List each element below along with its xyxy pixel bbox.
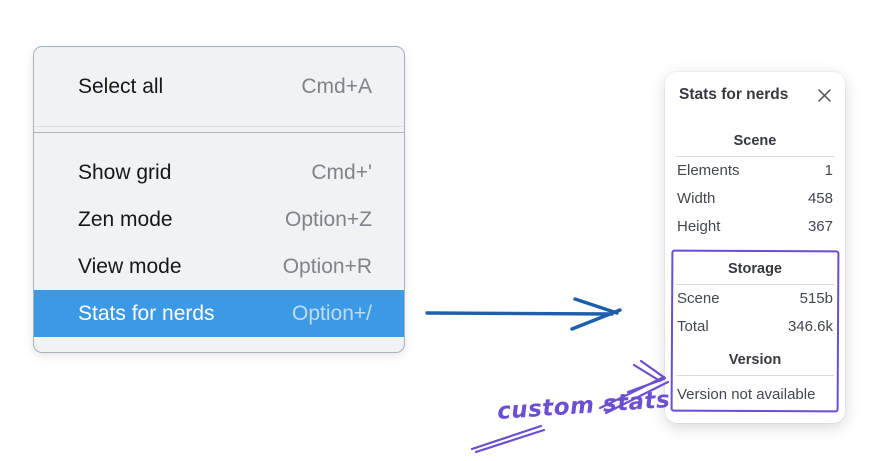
close-icon[interactable] [817, 88, 832, 103]
context-menu: Select all Cmd+A Show grid Cmd+' Zen mod… [33, 46, 405, 353]
menu-item-show-grid[interactable]: Show grid Cmd+' [34, 149, 404, 196]
stat-label: Total [677, 318, 709, 335]
stats-panel: Stats for nerds Scene Elements 1 Width 4… [665, 72, 845, 423]
stat-value: 515b [799, 290, 833, 307]
menu-separator [34, 126, 404, 133]
menu-item-label: Show grid [78, 160, 172, 184]
stat-value: 458 [807, 190, 833, 207]
stat-label: Height [677, 218, 721, 235]
menu-item-shortcut: Cmd+A [301, 74, 372, 98]
version-note: Version not available [677, 386, 816, 403]
stat-row-total-size: Total 346.6k [665, 313, 845, 341]
menu-item-label: Zen mode [78, 207, 173, 231]
menu-item-label: Select all [78, 74, 164, 98]
stat-label: Elements [677, 162, 740, 179]
divider [676, 284, 834, 285]
divider [676, 375, 834, 376]
menu-item-view-mode[interactable]: View mode Option+R [34, 243, 404, 290]
menu-item-label: View mode [78, 254, 182, 278]
menu-item-shortcut: Cmd+' [311, 160, 372, 184]
stat-row-scene-size: Scene 515b [665, 285, 845, 313]
menu-item-label: Stats for nerds [78, 301, 215, 325]
section-heading-storage: Storage [728, 261, 782, 277]
stat-value: 367 [807, 218, 833, 235]
stat-row-height: Height 367 [665, 213, 845, 241]
menu-item-zen-mode[interactable]: Zen mode Option+Z [34, 196, 404, 243]
stat-label: Width [677, 190, 716, 207]
stat-label: Scene [677, 290, 720, 307]
divider [676, 156, 834, 157]
section-heading-version: Version [728, 352, 782, 368]
stats-panel-title: Stats for nerds [679, 86, 789, 103]
menu-item-stats-for-nerds[interactable]: Stats for nerds Option+/ [34, 290, 404, 337]
annotation-arrow-icon [470, 359, 670, 454]
menu-item-select-all[interactable]: Select all Cmd+A [34, 47, 404, 126]
menu-item-shortcut: Option+R [282, 254, 372, 278]
menu-group: Show grid Cmd+' Zen mode Option+Z View m… [34, 133, 404, 352]
stat-row-elements: Elements 1 [665, 157, 845, 185]
menu-item-shortcut: Option+/ [292, 301, 372, 325]
stat-row-width: Width 458 [665, 185, 845, 213]
stat-value: 346.6k [787, 318, 833, 335]
menu-item-shortcut: Option+Z [285, 207, 372, 231]
section-heading-scene: Scene [733, 133, 777, 149]
stats-panel-header: Stats for nerds [665, 72, 845, 105]
arrow-menu-to-panel-icon [425, 297, 622, 331]
stat-value: 1 [824, 162, 833, 179]
